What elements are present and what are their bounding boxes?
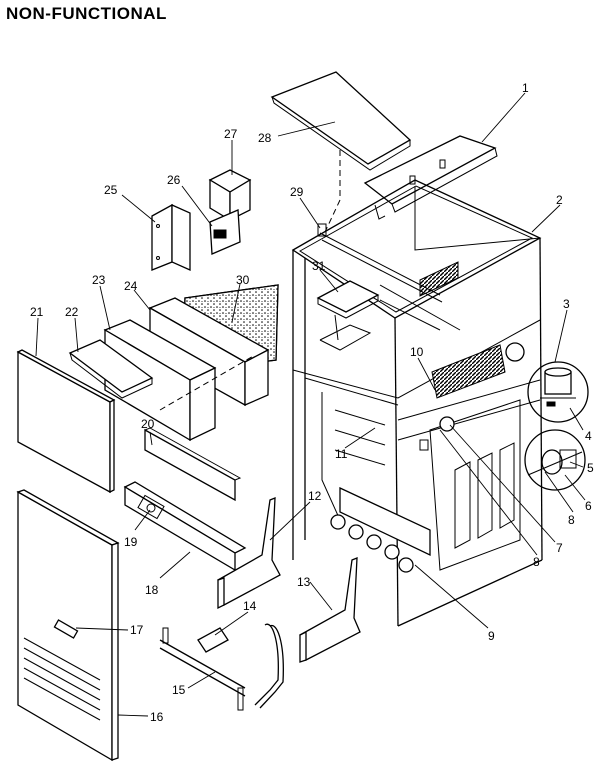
callout-15: 15 — [172, 683, 186, 697]
top-panel-part — [270, 71, 412, 171]
callout-8b: 8 — [533, 555, 540, 569]
control-box-part — [208, 169, 252, 222]
rail-part-2 — [299, 557, 361, 663]
callout-9: 9 — [488, 629, 495, 643]
callout-10: 10 — [410, 345, 424, 359]
side-bracket-part — [151, 203, 191, 272]
rail-part — [217, 497, 281, 610]
igniter-part — [439, 342, 525, 432]
leader-lines — [35, 92, 586, 717]
callout-11: 11 — [335, 447, 348, 461]
callout-14: 14 — [243, 599, 257, 613]
callout-6: 6 — [585, 499, 592, 513]
callout-1: 1 — [522, 81, 529, 95]
top-cover-part — [363, 135, 498, 220]
control-board-part — [316, 280, 380, 351]
callout-19: 19 — [124, 535, 138, 549]
pipe-bracket-part — [159, 623, 284, 711]
pressure-switch-detail — [524, 429, 586, 491]
callout-16: 16 — [150, 710, 164, 724]
lower-door-part — [16, 489, 120, 762]
callout-24: 24 — [124, 279, 138, 293]
upper-door-part — [16, 349, 116, 494]
callout-23: 23 — [92, 273, 106, 287]
callout-2: 2 — [556, 193, 563, 207]
callout-8a: 8 — [568, 513, 575, 527]
callout-3: 3 — [563, 297, 570, 311]
callout-26: 26 — [167, 173, 181, 187]
callout-18: 18 — [145, 583, 159, 597]
callout-4: 4 — [585, 429, 592, 443]
callout-12: 12 — [308, 489, 322, 503]
callout-30: 30 — [236, 273, 250, 287]
callout-27: 27 — [224, 127, 238, 141]
callout-29: 29 — [290, 185, 304, 199]
callout-17: 17 — [130, 623, 144, 637]
mounting-plate-part — [209, 209, 241, 255]
callout-25: 25 — [104, 183, 118, 197]
callout-7: 7 — [556, 541, 563, 555]
burner-manifold-part — [330, 486, 431, 573]
callout-13: 13 — [297, 575, 311, 589]
filter-tray-part — [68, 339, 154, 399]
callout-5: 5 — [587, 461, 594, 475]
page-title: NON-FUNCTIONAL — [6, 4, 167, 23]
duct-panel-part — [103, 319, 217, 442]
callout-20: 20 — [141, 417, 155, 431]
cabinet-part — [291, 179, 543, 627]
callout-22: 22 — [65, 305, 79, 319]
callout-labels: 1 2 3 4 5 6 7 8 8 9 10 11 12 13 14 15 16… — [30, 81, 594, 724]
limit-switch-detail — [527, 361, 589, 423]
filter-frame-part — [148, 297, 270, 407]
bracket-part — [144, 427, 242, 502]
callout-21: 21 — [30, 305, 44, 319]
callout-31: 31 — [312, 259, 326, 273]
callout-28: 28 — [258, 131, 272, 145]
